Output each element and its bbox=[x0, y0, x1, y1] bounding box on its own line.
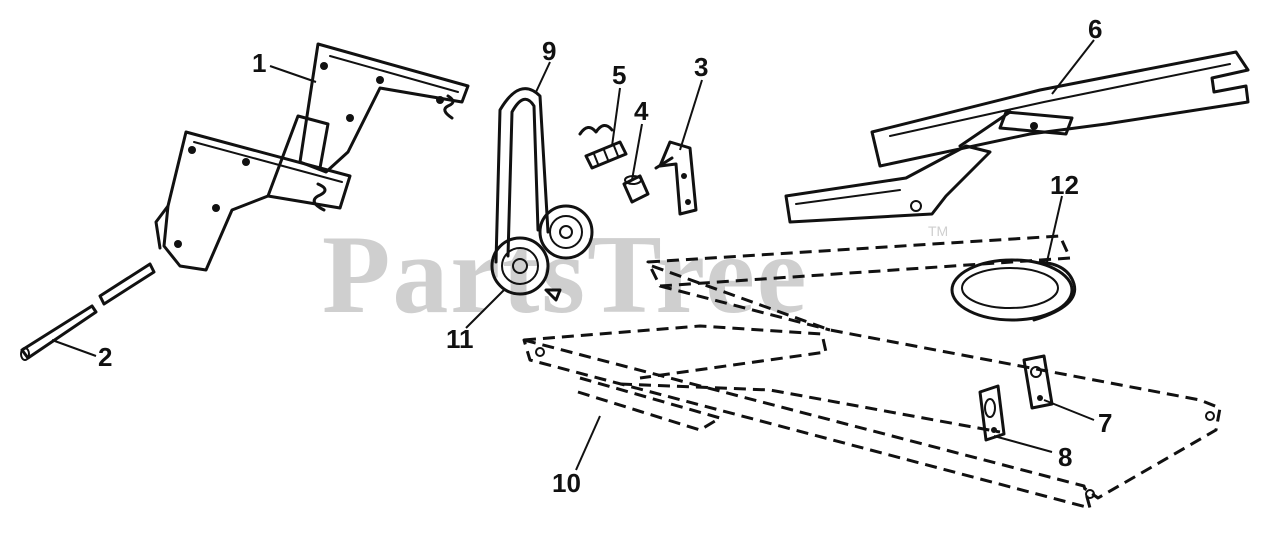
callout-8: 8 bbox=[1058, 442, 1072, 472]
callout-6: 6 bbox=[1088, 14, 1102, 44]
part-4-spacer bbox=[622, 174, 650, 204]
part-7-plate bbox=[1022, 354, 1054, 410]
callout-1: 1 bbox=[252, 48, 266, 78]
callout-4: 4 bbox=[634, 96, 649, 126]
callout-7: 7 bbox=[1098, 408, 1112, 438]
part-5-spring bbox=[578, 124, 628, 170]
callout-10: 10 bbox=[552, 468, 581, 498]
watermark-trademark: TM bbox=[928, 223, 948, 239]
part-2-pin bbox=[20, 262, 156, 361]
callout-11: 11 bbox=[446, 324, 474, 354]
callout-9: 9 bbox=[542, 36, 556, 66]
watermark-text: PartsTree bbox=[322, 213, 809, 337]
part-11-idler-pulley bbox=[490, 204, 594, 302]
callout-12: 12 bbox=[1050, 170, 1079, 200]
part-12-spring-ring bbox=[950, 258, 1077, 322]
callout-labels: 1 2 3 4 5 6 7 8 9 10 11 12 bbox=[98, 14, 1112, 498]
callout-5: 5 bbox=[612, 60, 626, 90]
part-8-plate bbox=[978, 384, 1006, 442]
callout-2: 2 bbox=[98, 342, 112, 372]
part-6-belt-guide-arms bbox=[784, 50, 1250, 224]
part-1-bracket bbox=[154, 42, 470, 272]
leader-lines bbox=[51, 39, 1095, 471]
part-9-v-belt bbox=[494, 87, 550, 264]
part-3-idler-bracket bbox=[654, 140, 698, 216]
callout-3: 3 bbox=[694, 52, 708, 82]
part-10-frame bbox=[522, 234, 1222, 510]
